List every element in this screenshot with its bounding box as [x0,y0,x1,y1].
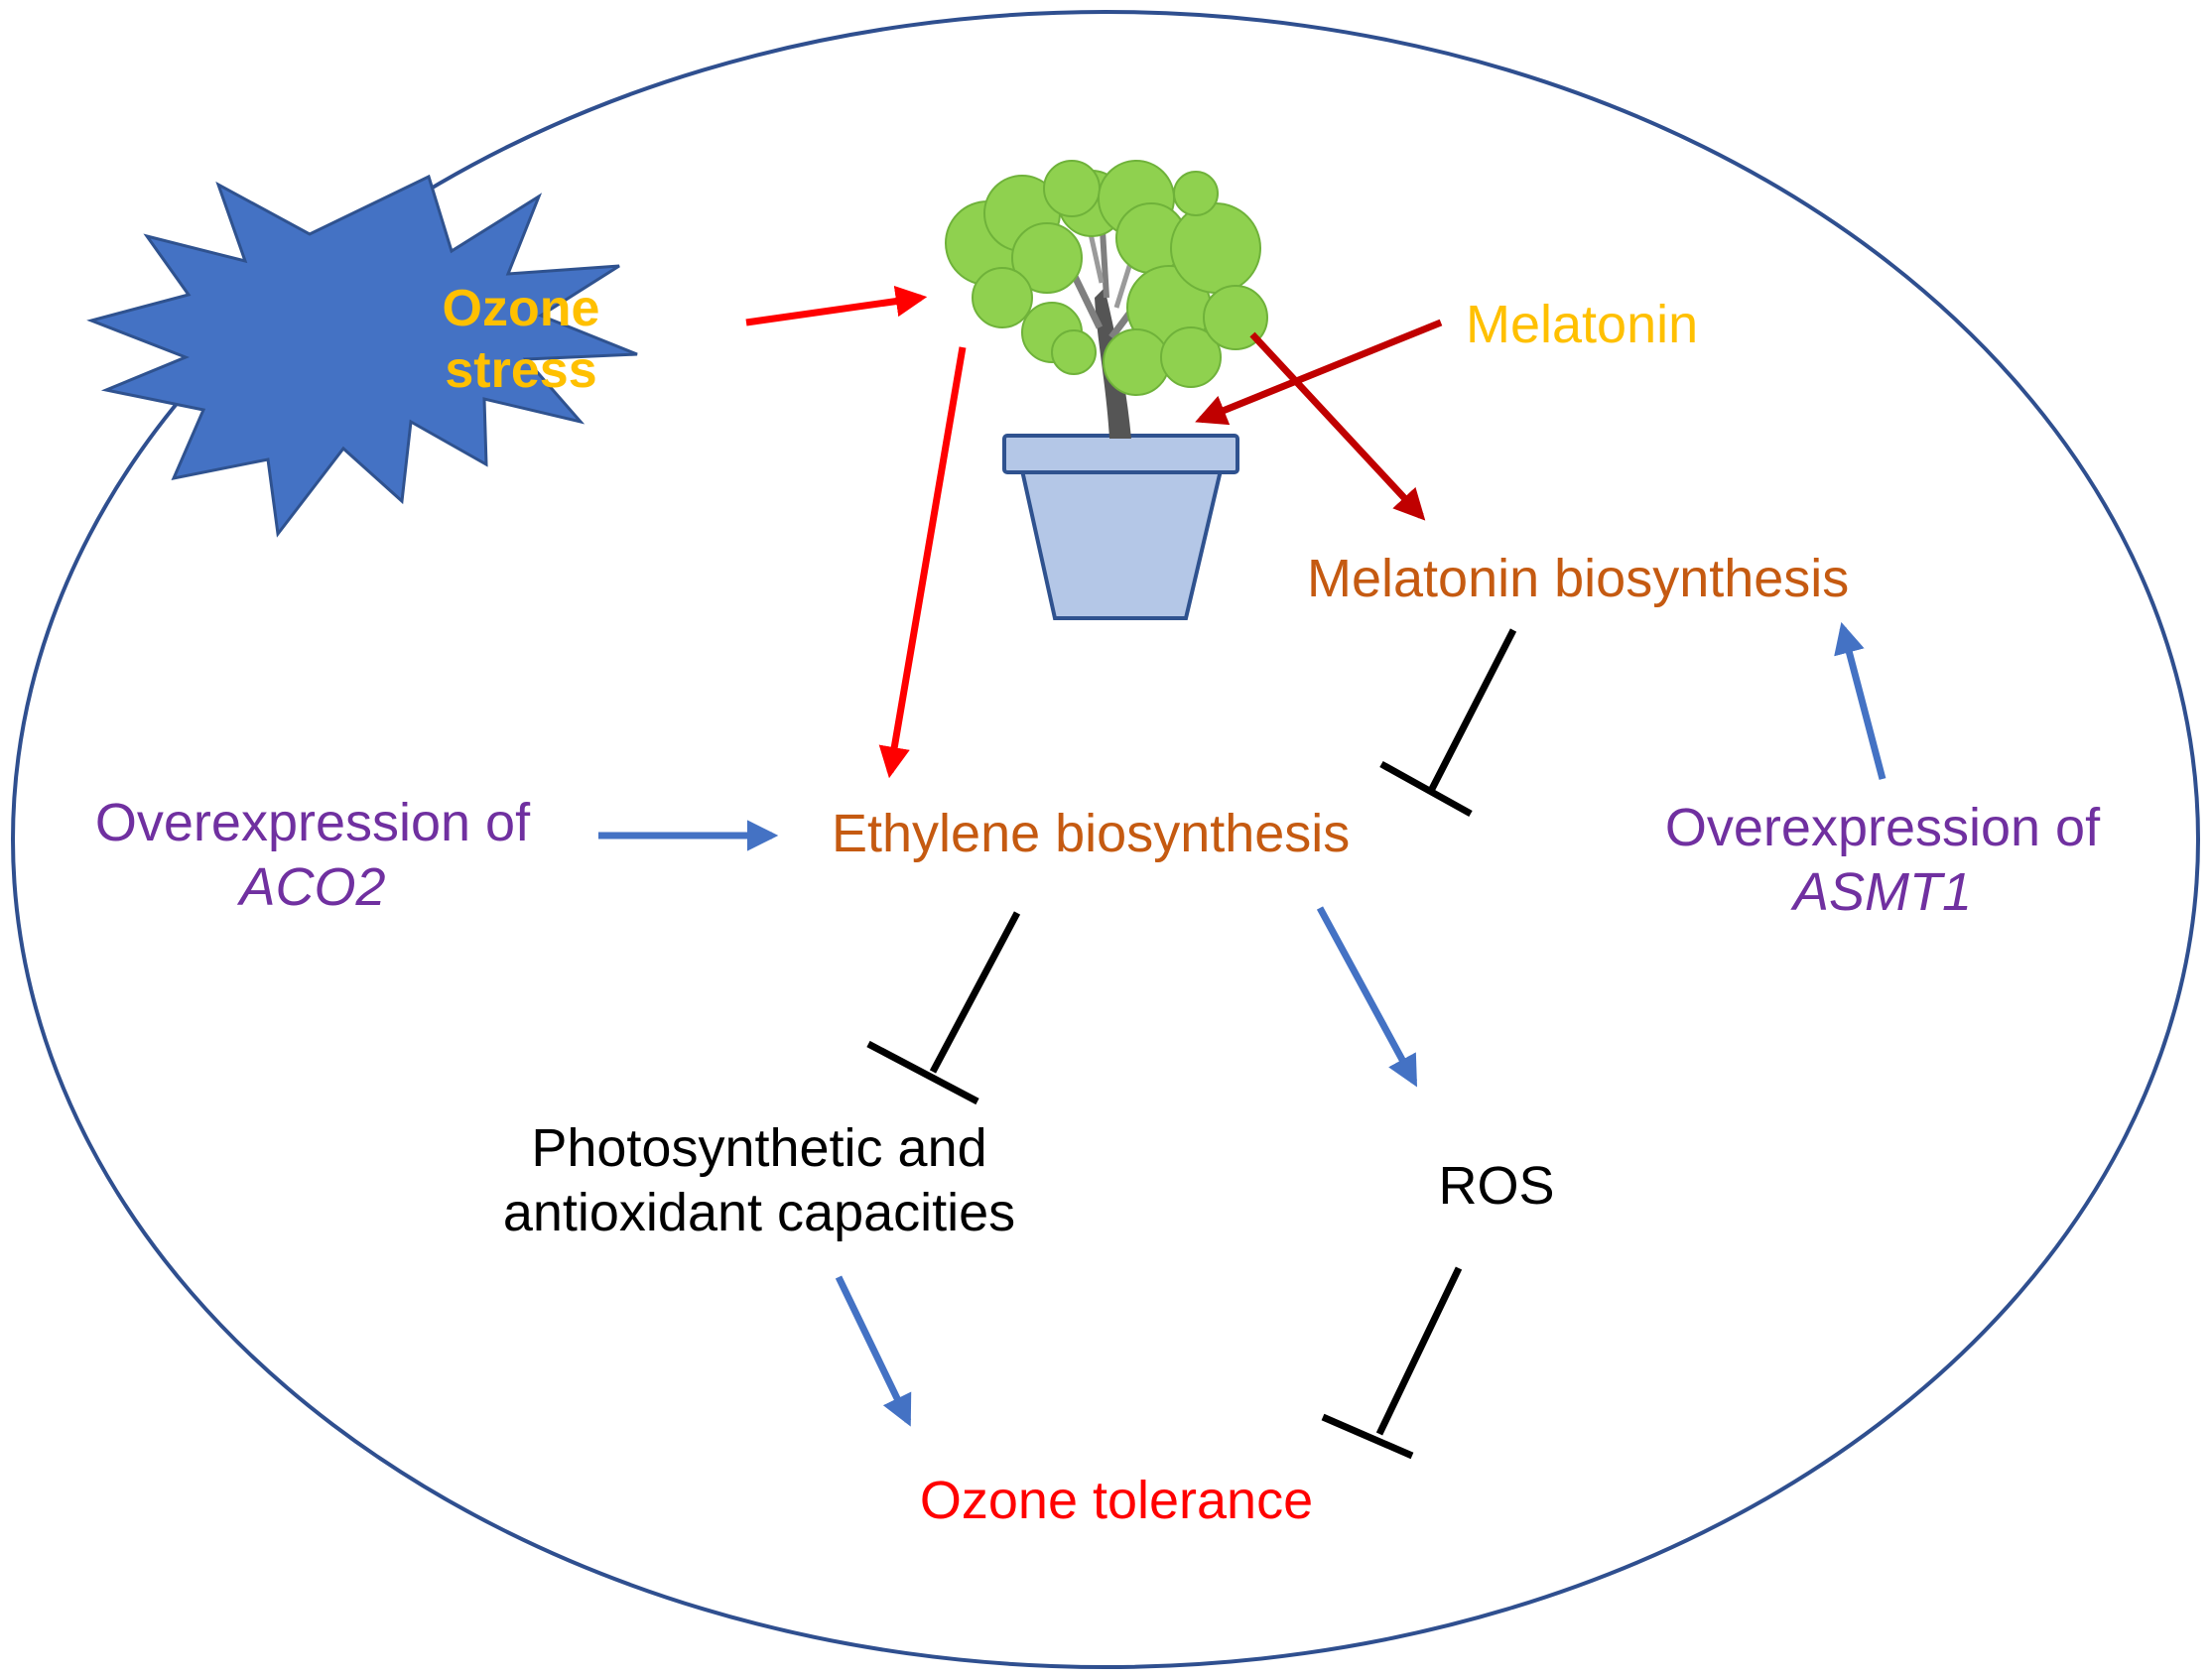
arrow-plant-to-ethylene [878,346,967,779]
arrow-ethylene-to-ros [1316,906,1418,1088]
arrow-photosynthetic-to-ozone-tolerance [835,1275,912,1427]
ethylene-biosynthesis-label: Ethylene biosynthesis [832,804,1351,863]
arrow-asmt1-to-melatonin-biosynthesis [1834,621,1887,780]
aco2-overexpression-label: Overexpression of ACO2 [95,791,530,920]
melatonin-biosynthesis-label: Melatonin biosynthesis [1307,549,1850,608]
inhibit-melatonin-to-ethylene [1379,628,1517,818]
photosynthetic-line1: Photosynthetic and [531,1118,987,1178]
asmt1-overexpression-label: Overexpression of ASMT1 [1665,796,2100,925]
potted-plant-icon [945,160,1268,620]
photosynthetic-line2: antioxidant capacities [502,1182,1016,1242]
melatonin-label: Melatonin [1466,295,1699,354]
plant-foliage [945,160,1268,396]
ozone-stress-label: Ozone stress [443,278,600,402]
arrow-ozone-to-plant [745,285,928,326]
ozone-stress-line2: stress [445,341,597,400]
arrow-melatonin-to-plant [1195,319,1443,426]
inhibit-ros-to-ozone-tolerance [1321,1266,1463,1460]
ros-label: ROS [1438,1156,1555,1216]
aco2-gene-name: ACO2 [239,856,386,917]
aco2-line1: Overexpression of [94,793,531,852]
asmt1-gene-name: ASMT1 [1792,861,1973,922]
photosynthetic-capacities-label: Photosynthetic and antioxidant capacitie… [503,1116,1015,1245]
inhibit-ethylene-to-photosynthetic [866,911,1021,1105]
arrow-plant-to-melatonin-biosynthesis [1249,331,1426,521]
explosion-star-icon [86,174,638,538]
asmt1-line1: Overexpression of [1664,798,2101,857]
ozone-stress-line1: Ozone [442,280,600,337]
pot-body [1019,468,1224,620]
cell-boundary [11,10,2200,1669]
ozone-tolerance-label: Ozone tolerance [919,1471,1314,1530]
pot-rim [1002,434,1239,474]
